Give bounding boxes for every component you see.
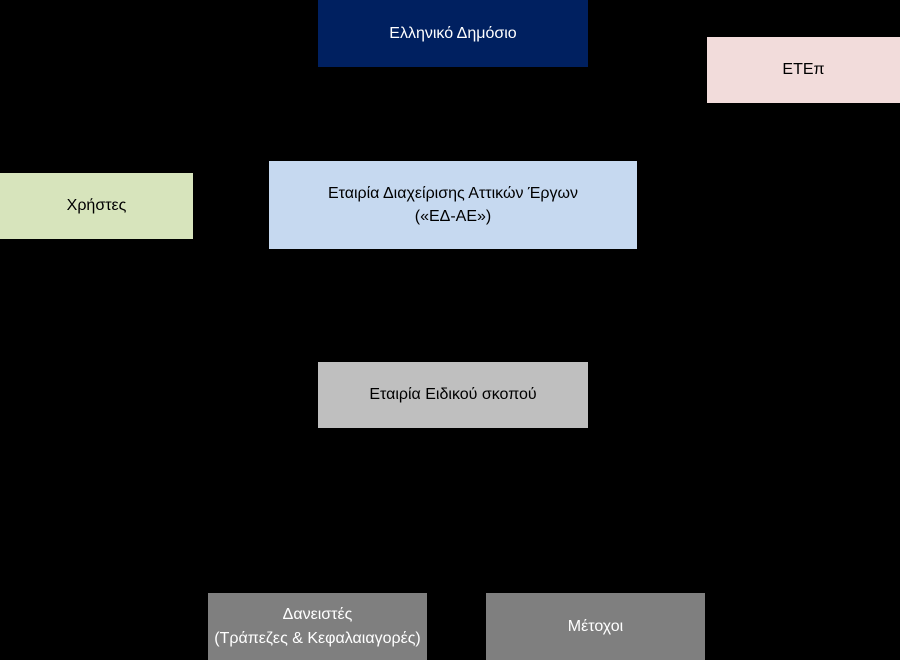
node-spv: Εταιρία Ειδικού σκοπού	[318, 362, 588, 428]
node-lenders-label-line1: Δανειστές	[282, 606, 353, 624]
node-lenders-label-line2: (Τράπεζες & Κεφαλαιαγορές)	[214, 629, 421, 647]
node-eda-label-line2: («ΕΔ-ΑΕ»)	[414, 208, 492, 225]
node-users: Χρήστες	[0, 173, 193, 239]
node-lenders: Δανειστές (Τράπεζες & Κεφαλαιαγορές)	[208, 593, 427, 660]
node-eda: Εταιρία Διαχείρισης Αττικών Έργων («ΕΔ-Α…	[269, 161, 637, 249]
node-shareholders: Μέτοχοι	[486, 593, 705, 660]
node-hellenic-state: Ελληνικό Δημόσιο	[318, 0, 588, 67]
node-hellenic-state-label: Ελληνικό Δημόσιο	[389, 24, 517, 42]
node-eib: ΕΤΕπ	[707, 37, 900, 103]
node-shareholders-label: Μέτοχοι	[567, 617, 624, 635]
node-eib-label: ΕΤΕπ	[782, 61, 825, 79]
node-users-label: Χρήστες	[66, 197, 127, 215]
node-eda-label-line1: Εταιρία Διαχείρισης Αττικών Έργων	[327, 184, 579, 202]
node-spv-label: Εταιρία Ειδικού σκοπού	[369, 386, 537, 404]
